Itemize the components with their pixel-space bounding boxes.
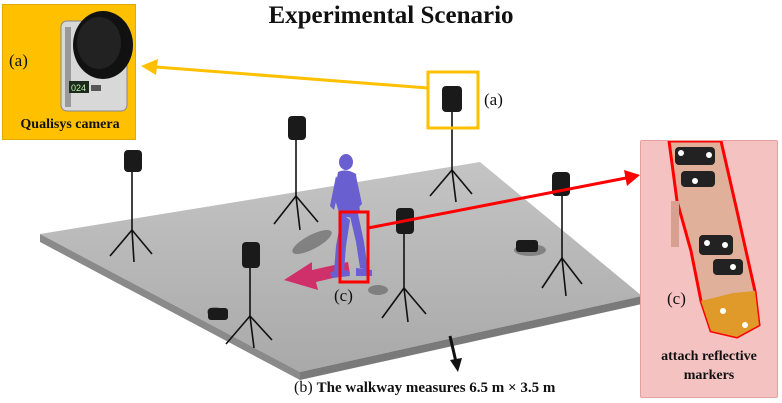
camera-callout-panel: (a) 024 Qualisys camera: [2, 4, 136, 140]
tripod-camera-3: [429, 86, 473, 203]
walkway-caption: (b) The walkway measures 6.5 m × 3.5 m: [294, 379, 555, 397]
tripod-camera-1: [109, 150, 153, 263]
camera-scene-tag: (a): [484, 90, 503, 109]
tripod-camera-2: [273, 116, 319, 231]
marker-callout-label: attach reflective markers: [641, 347, 777, 385]
caption-arrowhead: [450, 358, 462, 372]
diagram-title: Experimental Scenario: [268, 2, 514, 29]
qualisys-camera-picture: 024: [60, 11, 133, 112]
camera-callout-label: Qualisys camera: [20, 117, 120, 132]
tripod-camera-5: [225, 242, 273, 349]
floor-camera-right: [516, 240, 538, 252]
camera-callout-arrowhead: [141, 59, 158, 75]
tripod-camera-6: [381, 208, 427, 323]
leg-scene-tag: (c): [334, 286, 353, 305]
leg-highlight-box: [338, 210, 370, 284]
caption-arrow-line: [448, 335, 458, 363]
marker-callout-label-line2: markers: [683, 368, 735, 383]
marker-callout-tag: (c): [667, 289, 686, 308]
walking-direction-arrow: [284, 262, 350, 290]
walker-figure: [330, 154, 372, 278]
camera-display-readout: 024: [71, 83, 86, 93]
leg-callout-line: [367, 176, 627, 230]
walkway-caption-tag: (b): [294, 379, 313, 396]
camera-callout-line: [155, 65, 429, 90]
marker-callout-panel: (c) attach reflective markers: [640, 140, 778, 398]
marker-callout-label-line1: attach reflective: [661, 349, 757, 364]
camera-highlight-box: [426, 70, 480, 130]
leg-callout-arrowhead: [624, 170, 640, 186]
floor-camera-left: [208, 308, 228, 320]
leg-markers-picture: [667, 141, 761, 339]
walkway-caption-text: The walkway measures 6.5 m × 3.5 m: [316, 380, 556, 396]
camera-callout-tag: (a): [9, 51, 28, 70]
